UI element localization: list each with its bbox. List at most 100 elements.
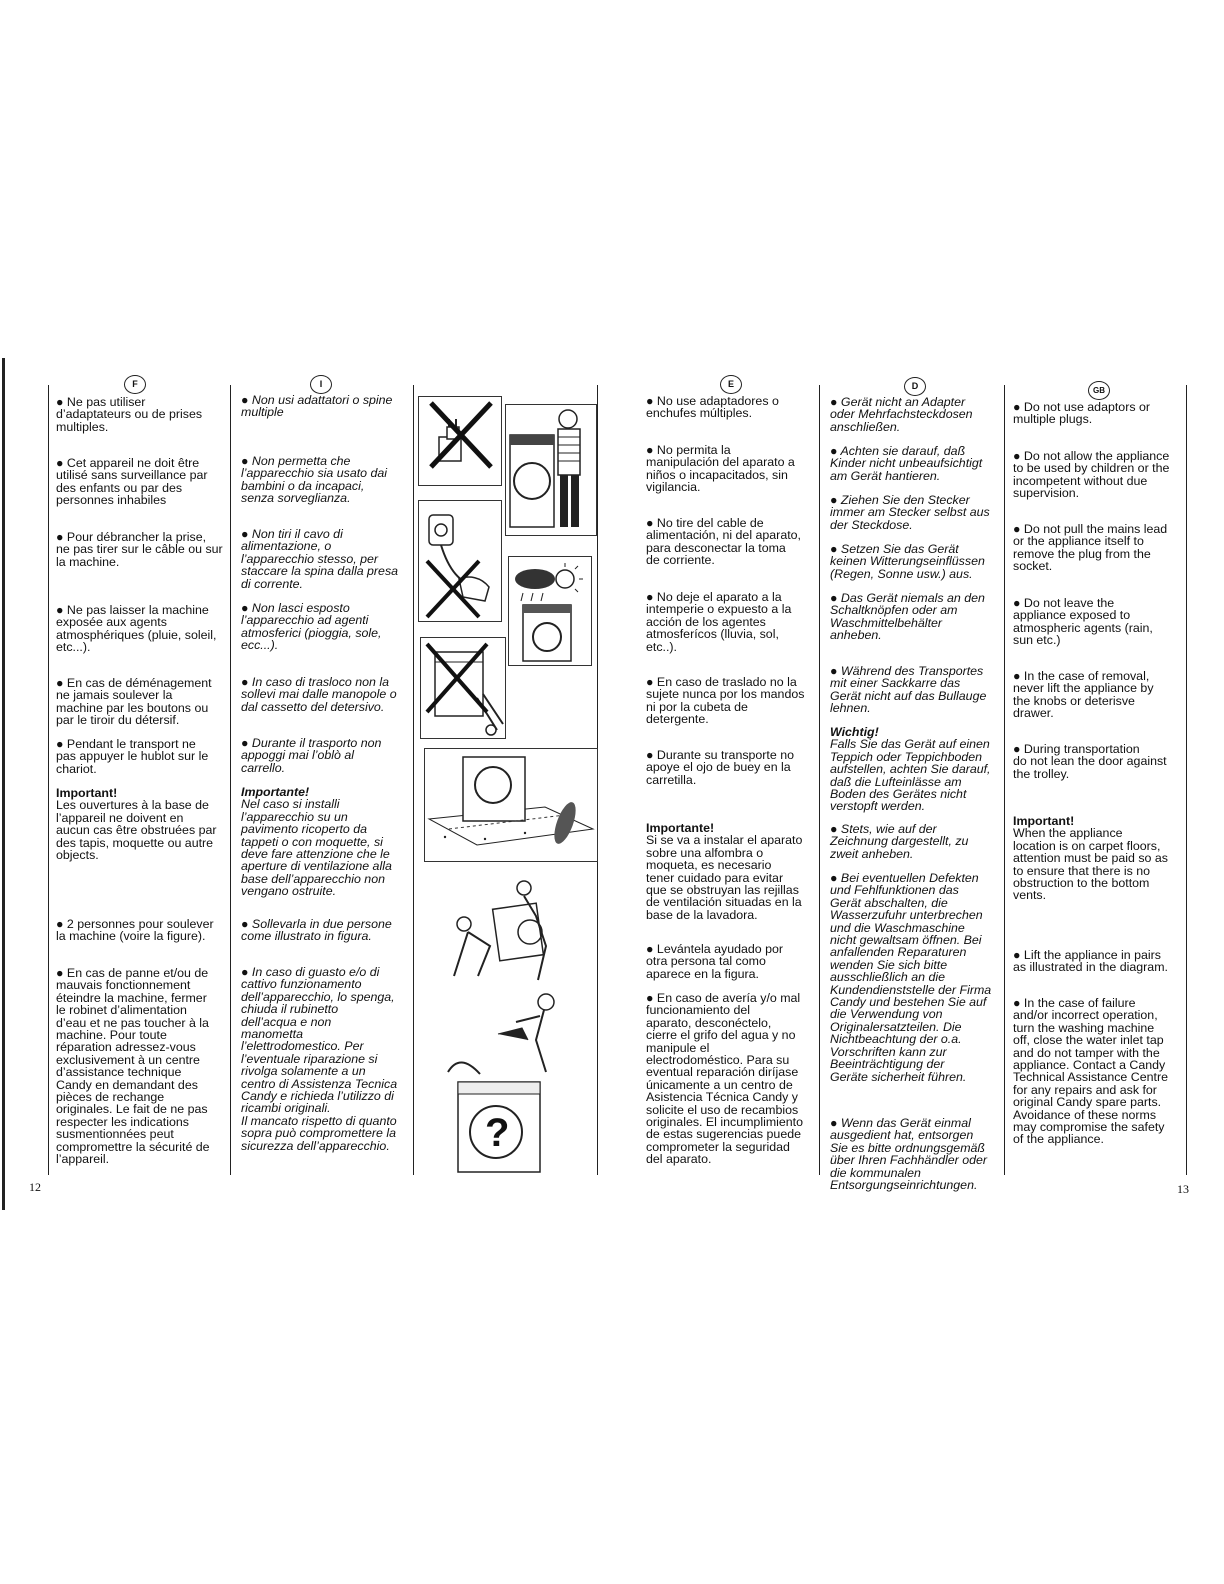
safety-item: ● Gerät nicht an Adapter oder Mehrfachst…	[830, 396, 1002, 433]
item-text: ● En caso de traslado no la sujete nunca…	[646, 675, 805, 727]
illustration-child-washing-machine	[505, 404, 597, 536]
safety-item: ● Setzen Sie das Gerät keinen Witterungs…	[830, 543, 1002, 580]
safety-item: ● Pour débrancher la prise, ne pas tirer…	[56, 531, 231, 568]
safety-item: ● Stets, wie auf der Zeichnung dargestel…	[830, 823, 1002, 860]
item-text: ● Non lasci esposto l’apparecchio ad age…	[241, 601, 382, 653]
safety-item: ● Non lasci esposto l’apparecchio ad age…	[241, 602, 413, 652]
column-divider-3	[413, 385, 415, 1175]
item-text: ● Pour débrancher la prise, ne pas tirer…	[56, 530, 223, 569]
item-text: ● Pendant le transport ne pas appuyer le…	[56, 737, 209, 776]
lang-badge-e: E	[720, 375, 742, 394]
item-text: ● En cas de panne et/ou de mauvais fonct…	[56, 966, 210, 1167]
item-text: ● No use adaptadores o enchufes múltiple…	[646, 394, 779, 421]
column-divider-2	[230, 385, 232, 1175]
item-text: ● Ne pas utiliser d’adaptateurs ou de pr…	[56, 395, 203, 434]
safety-item: ● Durante il trasporto non appoggi mai l…	[241, 737, 413, 774]
safety-item: ● Ne pas utiliser d’adaptateurs ou de pr…	[56, 396, 231, 433]
safety-item: ● Während des Transportes mit einer Sack…	[830, 665, 1002, 715]
item-text: ● No tire del cable de alimentación, ni …	[646, 516, 801, 568]
item-text: ● Sollevarla in due persone come illustr…	[241, 917, 392, 944]
illustration-no-cable-pull	[418, 500, 502, 622]
item-text: ● Während des Transportes mit einer Sack…	[830, 664, 987, 716]
safety-item: ● Non usi adattatori o spine multiple	[241, 394, 413, 419]
safety-item: ● Das Gerät niemals an den Schaltknöpfen…	[830, 592, 1002, 642]
safety-item: ● Levántela ayudado por otra persona tal…	[646, 943, 818, 980]
note-block: Important!Les ouvertures à la base de l’…	[56, 786, 231, 862]
item-text: ● Non usi adattatori o spine multiple	[241, 393, 393, 420]
item-text: ● Gerät nicht an Adapter oder Mehrfachst…	[830, 395, 973, 434]
column-divider-7	[1186, 385, 1188, 1175]
item-text: ● In the case of removal, never lift the…	[1013, 669, 1154, 721]
column-divider-6	[1004, 385, 1006, 1175]
note-block: Importante!Nel caso si installi l’appare…	[241, 786, 413, 898]
safety-item: ● Ne pas laisser la machine exposée aux …	[56, 604, 231, 654]
safety-item: ● 2 personnes pour soulever la machine (…	[56, 918, 231, 943]
lang-badge-gb: GB	[1088, 381, 1110, 400]
item-text: ● No permita la manipulación del aparato…	[646, 443, 795, 495]
note-heading: Importante!	[646, 821, 715, 835]
item-text: Nel caso si installi l’apparecchio su un…	[241, 797, 392, 899]
item-text: ● Ziehen Sie den Stecker immer am Stecke…	[830, 493, 990, 532]
item-text: ● In the case of failure and/or incorrec…	[1013, 996, 1168, 1147]
safety-item: ● En cas de panne et/ou de mauvais fonct…	[56, 967, 231, 1166]
note-heading: Wichtig!	[830, 725, 879, 739]
illustration-repair-service: ?	[447, 993, 555, 1173]
safety-item: ● No tire del cable de alimentación, ni …	[646, 517, 818, 567]
safety-item: ● In the case of failure and/or incorrec…	[1013, 997, 1185, 1146]
safety-item: ● Pendant le transport ne pas appuyer le…	[56, 738, 231, 775]
note-heading: Importante!	[241, 785, 310, 799]
item-text: ● Do not pull the mains lead or the appl…	[1013, 522, 1168, 574]
note-heading: Important!	[1013, 814, 1075, 828]
safety-item: ● Wenn das Gerät einmal ausgedient hat, …	[830, 1116, 1002, 1193]
item-text: ● Ne pas laisser la machine exposée aux …	[56, 603, 217, 655]
safety-item: ● In the case of removal, never lift the…	[1013, 670, 1185, 720]
item-text: ● Setzen Sie das Gerät keinen Witterungs…	[830, 542, 985, 581]
safety-item: ● Non permetta che l’apparecchio sia usa…	[241, 455, 413, 505]
safety-item: ● Non tiri il cavo di alimentazione, o l…	[241, 528, 413, 590]
item-text: ● 2 personnes pour soulever la machine (…	[56, 917, 214, 944]
item-text: ● Stets, wie auf der Zeichnung dargestel…	[830, 822, 969, 861]
item-text: ● Non permetta che l’apparecchio sia usa…	[241, 454, 388, 506]
item-text: ● Durante su transporte no apoye el ojo …	[646, 748, 794, 787]
safety-item: ● En caso de traslado no la sujete nunca…	[646, 676, 818, 726]
safety-item: ● No permita la manipulación del aparato…	[646, 444, 818, 494]
item-text: ● In caso di guasto e/o di cattivo funzi…	[241, 965, 398, 1153]
safety-item: ● En cas de déménagement ne jamais soule…	[56, 677, 231, 727]
item-text: ● Non tiri il cavo di alimentazione, o l…	[241, 527, 399, 591]
safety-item: ● Bei eventuellen Defekten und Fehlfunkt…	[830, 872, 1002, 1083]
note-block: Important!When the appliance location is…	[1013, 815, 1185, 902]
item-text: ● Do not use adaptors or multiple plugs.	[1013, 400, 1150, 427]
item-text: ● Lift the appliance in pairs as illustr…	[1013, 948, 1168, 975]
item-text: ● In caso di trasloco non la sollevi mai…	[241, 675, 397, 714]
item-text: ● Bei eventuellen Defekten und Fehlfunkt…	[830, 871, 992, 1084]
illustration-two-person-lift	[453, 880, 548, 981]
left-page-edge	[2, 358, 5, 1210]
item-text: ● Das Gerät niemals an den Schaltknöpfen…	[830, 591, 985, 643]
safety-item: ● During transportation do not lean the …	[1013, 743, 1185, 780]
safety-item: ● No deje el aparato a la intemperie o e…	[646, 591, 818, 653]
safety-item: ● No use adaptadores o enchufes múltiple…	[646, 395, 818, 420]
safety-item: ● Lift the appliance in pairs as illustr…	[1013, 949, 1185, 974]
illustration-carpet-vents	[424, 748, 598, 862]
illustration-no-adaptor	[418, 396, 502, 486]
lang-badge-i: I	[310, 375, 332, 394]
illustration-weather-exposure	[508, 556, 592, 666]
item-text: ● No deje el aparato a la intemperie o e…	[646, 590, 792, 654]
safety-item: ● Achten sie darauf, daß Kinder nicht un…	[830, 445, 1002, 482]
safety-item: ● En caso de avería y/o mal funcionamien…	[646, 992, 818, 1166]
item-text: ● Cet appareil ne doit être utilisé sans…	[56, 456, 208, 508]
item-text: Si se va a instalar el aparato sobre una…	[646, 833, 803, 922]
item-text: ● Wenn das Gerät einmal ausgedient hat, …	[830, 1116, 988, 1193]
page-number-left: 12	[29, 1180, 41, 1194]
item-text: ● Do not leave the appliance exposed to …	[1013, 596, 1153, 648]
lang-badge-f: F	[124, 375, 146, 394]
note-heading: Important!	[56, 786, 118, 800]
column-divider-5	[819, 385, 821, 1175]
item-text: ● During transportation do not lean the …	[1013, 742, 1167, 781]
column-divider-1	[48, 385, 50, 1175]
item-text: Falls Sie das Gerät auf einen Teppich od…	[830, 737, 991, 814]
safety-item: ● Ziehen Sie den Stecker immer am Stecke…	[830, 494, 1002, 531]
safety-item: ● Do not leave the appliance exposed to …	[1013, 597, 1185, 647]
safety-item: ● Do not allow the appliance to be used …	[1013, 450, 1185, 500]
note-block: Wichtig!Falls Sie das Gerät auf einen Te…	[830, 726, 1002, 813]
